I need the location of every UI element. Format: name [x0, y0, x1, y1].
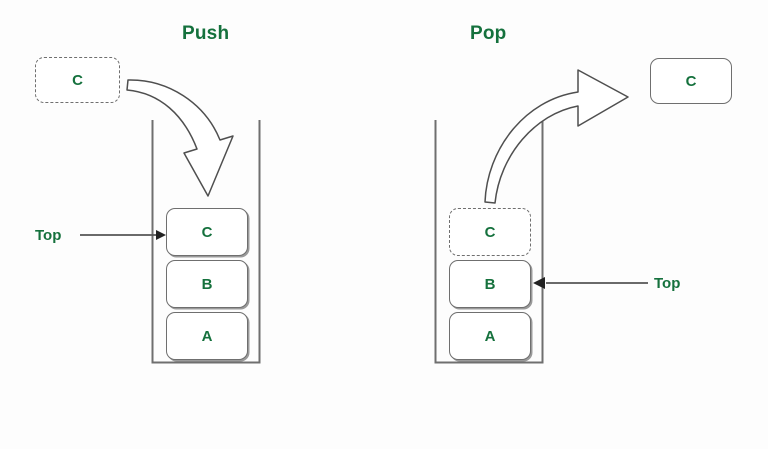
pop-stack-cell-b: B	[449, 260, 531, 308]
push-top-label: Top	[35, 227, 62, 244]
push-stack-cell-a: A	[166, 312, 248, 360]
push-stack-cell-b: B	[166, 260, 248, 308]
push-curved-arrow-icon	[126, 79, 234, 197]
pop-stack-cell-c: C	[449, 208, 531, 256]
pop-stack-cell-a: A	[449, 312, 531, 360]
pop-title: Pop	[470, 23, 507, 44]
push-incoming-element: C	[35, 57, 120, 103]
pop-outgoing-element: C	[650, 58, 732, 104]
pop-top-label: Top	[654, 275, 681, 292]
pop-top-pointer-arrowhead	[533, 277, 545, 289]
push-top-pointer-arrowhead	[156, 230, 166, 240]
pop-curved-arrow-icon	[484, 69, 629, 204]
push-stack-cell-c: C	[166, 208, 248, 256]
push-title: Push	[182, 23, 230, 44]
